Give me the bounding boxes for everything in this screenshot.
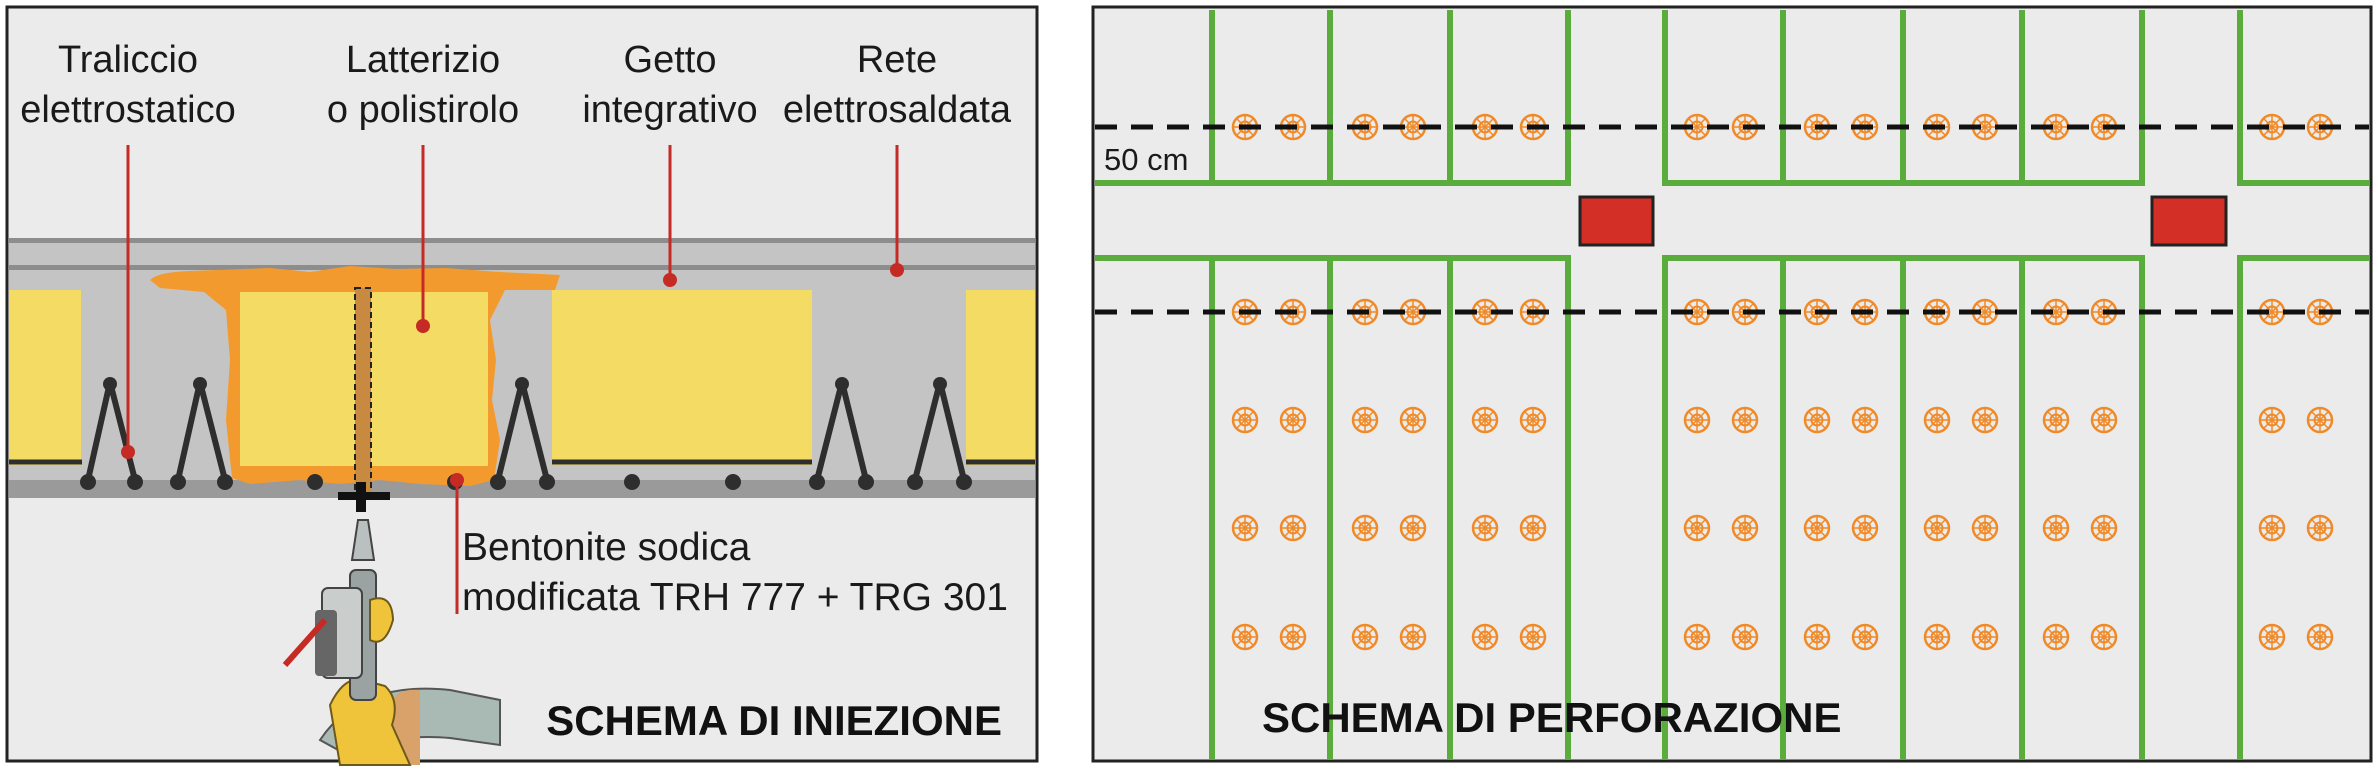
label-latterizio-line2: o polistirolo [327,89,519,131]
drill-hole-marker [1971,623,1999,651]
drill-hole-marker [1923,514,1951,542]
drill-hole-marker [1351,623,1379,651]
drill-hole-marker [1231,623,1259,651]
drill-hole-marker [1803,514,1831,542]
drill-hole-marker [1803,406,1831,434]
dimension-label: 50 cm [1104,142,1188,177]
top-rebar-line [9,238,1035,243]
drill-hole-marker [1279,623,1307,651]
drill-hole-marker [2090,623,2118,651]
drill-hole-marker [1351,514,1379,542]
block-left [9,290,81,465]
block-center-right [552,290,812,465]
drill-hole-marker [2258,623,2286,651]
drill-hole-marker [1731,514,1759,542]
drill-hole-marker [1231,406,1259,434]
drill-hole-marker [1279,514,1307,542]
drill-hole-marker [1471,406,1499,434]
drill-hole-marker [1231,514,1259,542]
drill-hole-marker [2090,514,2118,542]
drill-hole-marker [1351,406,1379,434]
drill-hole-marker [1399,406,1427,434]
block-right [966,290,1035,465]
drill-hole-marker [1683,406,1711,434]
label-latterizio-line1: Latterizio [346,39,500,81]
drill-hole-marker [2306,406,2334,434]
drill-hole-marker [1683,514,1711,542]
joist-outlines [1095,10,2369,759]
drill-hole-marker [1851,623,1879,651]
mesh-line [9,265,1035,270]
drill-hole-marker [2258,406,2286,434]
leader-lines [126,145,899,614]
drill-hole-marker [1803,623,1831,651]
drill-hole-marker [1971,514,1999,542]
drill-hole-marker [1471,514,1499,542]
label-traliccio-line2: elettrostatico [20,89,235,131]
label-getto-line2: integrativo [582,89,757,131]
drill-hole-marker [2306,514,2334,542]
drill-hole-marker [2306,623,2334,651]
drill-hole-marker [1279,406,1307,434]
drill-hole-marker [2042,406,2070,434]
drill-hole-marker [1851,406,1879,434]
drill-hole-marker [1923,406,1951,434]
drill-hole-marker [1519,406,1547,434]
red-block-right [2150,195,2228,247]
truss-nodes [80,377,972,490]
label-bentonite-line2: modificata TRH 777 + TRG 301 [462,576,1008,619]
drill-hole-marker [1923,623,1951,651]
drill-hole-marker [2258,514,2286,542]
red-block-left [1578,195,1655,247]
drill-hole-marker [1519,514,1547,542]
label-rete-line1: Rete [857,39,937,81]
drill-hole-marker [1971,406,1999,434]
drill-hole-marker [1683,623,1711,651]
drill-hole-marker [1399,514,1427,542]
drill-hole [354,287,372,499]
leader-dots [121,263,904,487]
drill-hole-marker [2090,406,2118,434]
drill-hole-marker [1519,623,1547,651]
drilling-scheme-panel: 50 cm SCHEMA DI PERFORAZIONE [1091,5,2373,763]
label-rete-line2: elettrosaldata [783,89,1012,131]
drill-hole-marker [1851,514,1879,542]
drill-hole-marker [1731,406,1759,434]
label-bentonite-line1: Bentonite sodica [462,526,751,569]
slab-bottom-band [9,480,1035,498]
label-getto-line1: Getto [624,39,717,81]
drill-hole-marker [1399,623,1427,651]
drill-hole-marker [1731,623,1759,651]
injection-scheme-panel: Traliccio elettrostatico Latterizio o po… [5,5,1039,766]
drill-hole-marker [1471,623,1499,651]
drill-hole-marker [2042,514,2070,542]
label-traliccio-line1: Traliccio [58,39,198,81]
drilling-scheme-title: SCHEMA DI PERFORAZIONE [1262,694,1841,741]
drill-hole-marker [2042,623,2070,651]
injection-scheme-title: SCHEMA DI INIEZIONE [546,697,1002,744]
injection-gun-illustration [282,482,501,766]
